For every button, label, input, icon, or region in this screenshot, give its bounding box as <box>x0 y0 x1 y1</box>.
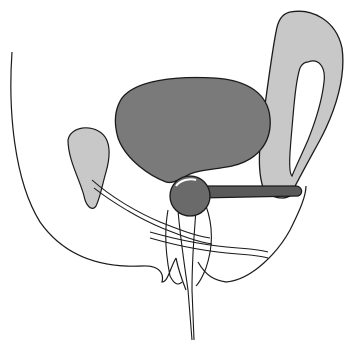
bladder <box>115 78 270 183</box>
lower-tube-a <box>150 232 268 252</box>
probe-ball <box>170 176 210 216</box>
left-small-organ <box>68 128 109 209</box>
vaginal-canal <box>166 206 211 286</box>
probe-rod <box>200 186 302 198</box>
